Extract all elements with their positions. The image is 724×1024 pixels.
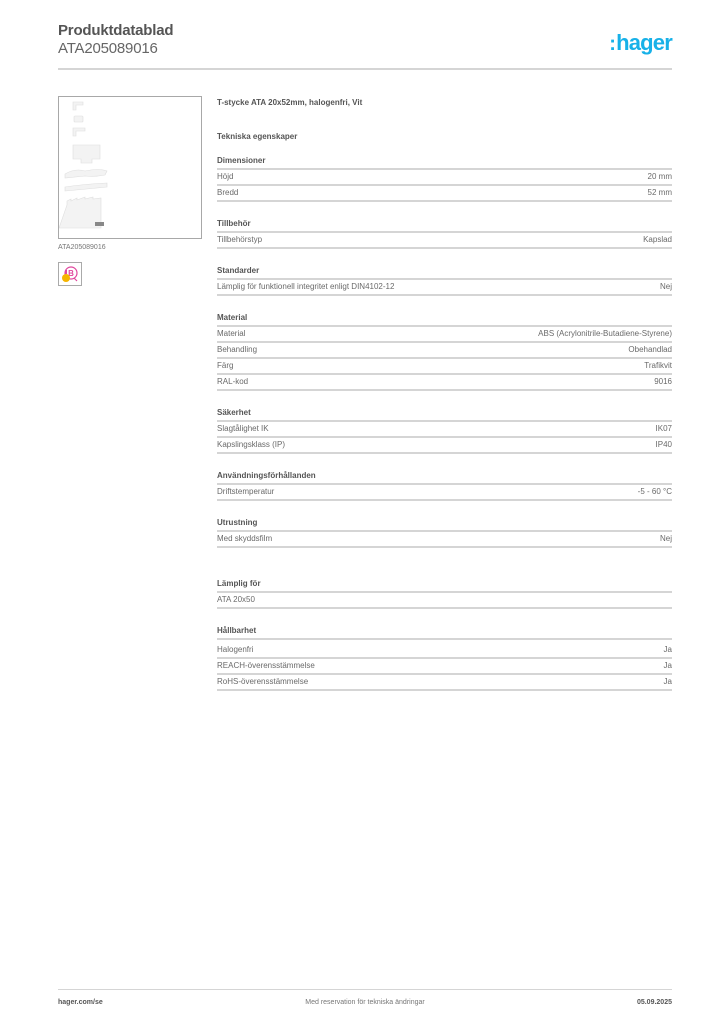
spec-label: Tillbehörstyp: [217, 235, 263, 244]
spec-row: Slagtålighet IK IK07: [217, 422, 672, 438]
document-title: Produktdatablad: [58, 22, 174, 39]
product-exploded-view-icon: [58, 101, 108, 229]
spec-value: ABS (Acrylonitrile-Butadiene-Styrene): [538, 329, 672, 338]
spec-value: Ja: [663, 677, 672, 686]
spec-row: Lämplig för funktionell integritet enlig…: [217, 280, 672, 296]
halogen-free-badge: B: [58, 262, 82, 286]
product-image: [58, 96, 202, 239]
spec-value: 20 mm: [647, 172, 672, 181]
spec-label: Halogenfri: [217, 645, 254, 654]
spec-label: REACH-överensstämmelse: [217, 661, 315, 670]
section-title: Utrustning: [217, 518, 672, 532]
footer-website-link[interactable]: hager.com/se: [58, 999, 103, 1006]
spec-row: Tillbehörstyp Kapslad: [217, 233, 672, 249]
spec-value: Ja: [663, 661, 672, 670]
spec-label: Bredd: [217, 188, 239, 197]
spec-label: Material: [217, 329, 246, 338]
section-dimensioner: Dimensioner Höjd 20 mm Bredd 52 mm: [217, 156, 672, 202]
spec-row: Driftstemperatur -5 - 60 °C: [217, 485, 672, 501]
section-title: Tillbehör: [217, 219, 672, 233]
footer-disclaimer: Med reservation för tekniska ändringar: [305, 999, 425, 1006]
section-title: Användningsförhållanden: [217, 471, 672, 485]
spec-value: Ja: [663, 645, 672, 654]
section-sakerhet: Säkerhet Slagtålighet IK IK07 Kapslingskl…: [217, 408, 672, 454]
spec-row: RoHS-överensstämmelse Ja: [217, 675, 672, 691]
footer-divider: [58, 989, 672, 990]
spec-row: Behandling Obehandlad: [217, 343, 672, 359]
halogen-free-badge-icon: B: [62, 266, 78, 282]
spec-label: Med skyddsfilm: [217, 534, 273, 543]
spec-row: Material ABS (Acrylonitrile-Butadiene-Sty…: [217, 327, 672, 343]
spec-label: Färg: [217, 361, 234, 370]
spec-value: Kapslad: [643, 235, 672, 244]
section-utrustning: Utrustning Med skyddsfilm Nej: [217, 518, 672, 548]
section-title: Material: [217, 313, 672, 327]
spec-label: ATA 20x50: [217, 595, 255, 604]
spec-value: Obehandlad: [628, 345, 672, 354]
spec-label: Kapslingsklass (IP): [217, 440, 286, 449]
spec-row: ATA 20x50: [217, 593, 672, 609]
spec-row: REACH-överensstämmelse Ja: [217, 659, 672, 675]
product-content: T-stycke ATA 20x52mm, halogenfri, Vit Te…: [217, 98, 672, 691]
spec-value: 9016: [654, 377, 672, 386]
footer-date: 05.09.2025: [636, 999, 672, 1006]
spec-row: RAL-kod 9016: [217, 375, 672, 391]
document-header: Produktdatablad ATA205089016 :hager: [58, 22, 673, 70]
section-tillbehor: Tillbehör Tillbehörstyp Kapslad: [217, 219, 672, 249]
spec-label: Driftstemperatur: [217, 487, 275, 496]
spec-value: Nej: [659, 282, 672, 291]
spec-row: Bredd 52 mm: [217, 186, 672, 202]
product-code: ATA205089016: [58, 40, 158, 57]
section-lamplig-for: Lämplig för ATA 20x50: [217, 579, 672, 609]
spec-row: Kapslingsklass (IP) IP40: [217, 438, 672, 454]
spec-row: Med skyddsfilm Nej: [217, 532, 672, 548]
section-title: Säkerhet: [217, 408, 672, 422]
spec-value: IK07: [655, 424, 672, 433]
spec-value: IP40: [655, 440, 672, 449]
section-title: Hållbarhet: [217, 626, 672, 640]
spec-value: Nej: [659, 534, 672, 543]
header-divider: [58, 68, 672, 70]
spec-row: Höjd 20 mm: [217, 170, 672, 186]
spec-value: 52 mm: [647, 188, 672, 197]
spec-row: Halogenfri Ja: [217, 643, 672, 659]
spec-label: Slagtålighet IK: [217, 424, 269, 433]
spec-label: Lämplig för funktionell integritet enlig…: [217, 282, 395, 291]
image-caption: ATA205089016: [58, 244, 106, 251]
spec-value: Trafikvit: [644, 361, 672, 370]
spec-label: Behandling: [217, 345, 258, 354]
spec-row: Färg Trafikvit: [217, 359, 672, 375]
section-anvandningsforhallanden: Användningsförhållanden Driftstemperatur…: [217, 471, 672, 501]
spec-label: Höjd: [217, 172, 234, 181]
section-standarder: Standarder Lämplig för funktionell integ…: [217, 266, 672, 296]
technical-properties-heading: Tekniska egenskaper: [217, 132, 298, 141]
spec-label: RAL-kod: [217, 377, 249, 386]
logo-colon-icon: :: [609, 33, 616, 55]
svg-text:B: B: [68, 269, 74, 278]
spec-value: -5 - 60 °C: [637, 487, 672, 496]
product-description: T-stycke ATA 20x52mm, halogenfri, Vit: [217, 98, 363, 107]
section-title: Lämplig för: [217, 579, 672, 593]
section-title: Dimensioner: [217, 156, 672, 170]
spec-label: RoHS-överensstämmelse: [217, 677, 309, 686]
section-title: Standarder: [217, 266, 672, 280]
hager-logo: :hager: [609, 30, 673, 55]
